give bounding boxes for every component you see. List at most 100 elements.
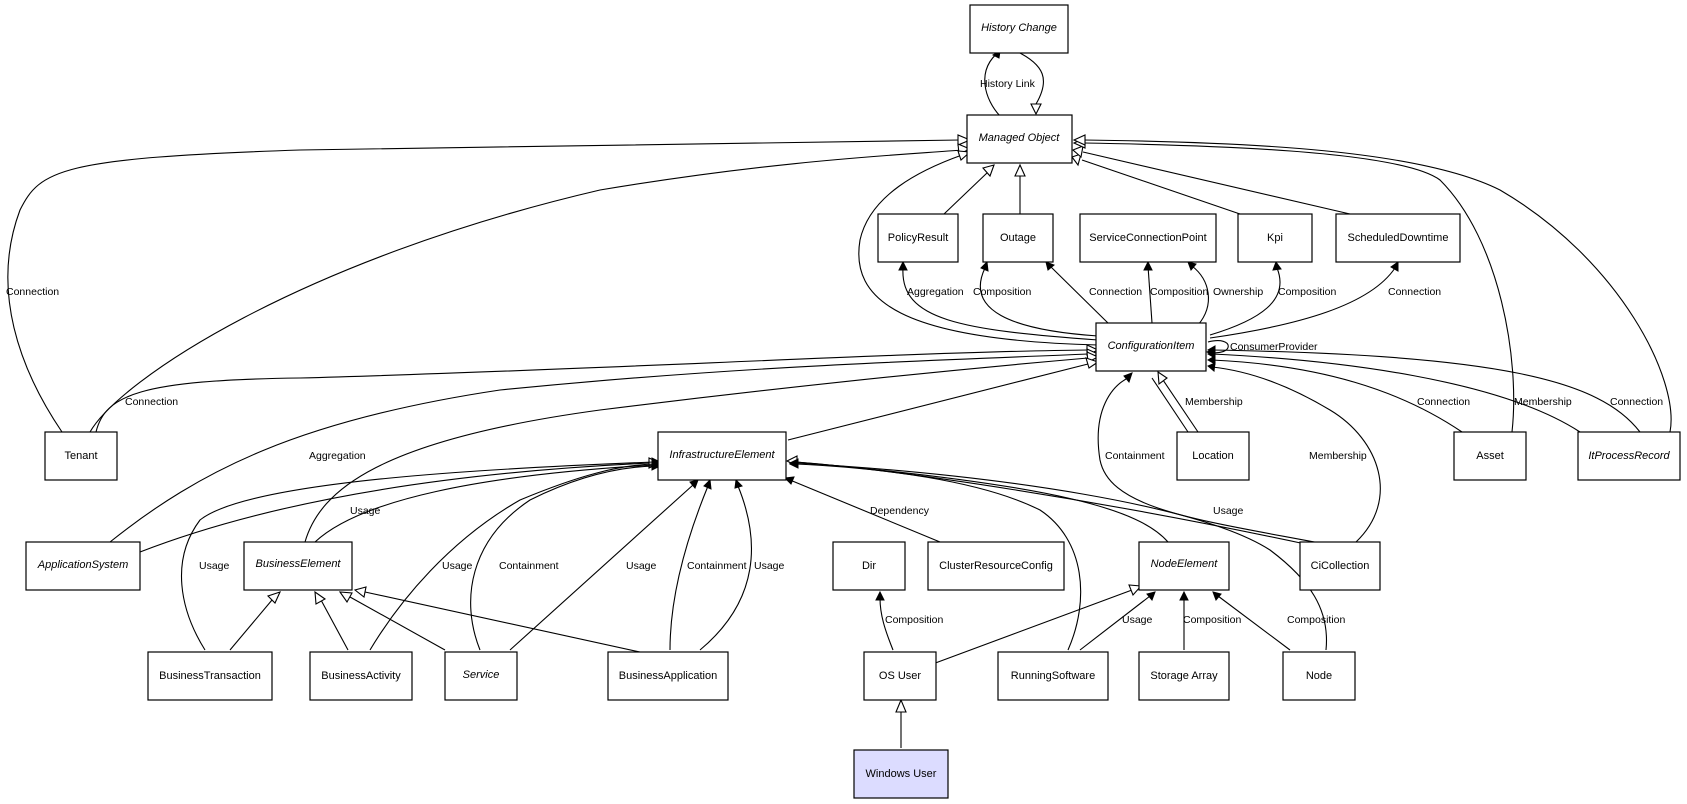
node-configuration-item[interactable]: ConfigurationItem (1095, 322, 1207, 372)
node-history-change[interactable]: History Change (969, 4, 1069, 54)
node-label: ConfigurationItem (1108, 340, 1195, 352)
label-asset-connection: Connection (1417, 396, 1470, 408)
node-ci-collection[interactable]: CiCollection (1299, 541, 1381, 591)
label-cicollection-membership: Membership (1309, 450, 1367, 462)
label-ci-scp-ownership: Ownership (1213, 286, 1263, 298)
arrow-head (266, 591, 282, 604)
node-label: Storage Array (1150, 670, 1218, 682)
arrow-head (898, 260, 908, 271)
arrow-head (1207, 362, 1216, 372)
node-running-software[interactable]: RunningSoftware (997, 651, 1109, 701)
node-label: ApplicationSystem (37, 559, 129, 571)
node-infrastructure-element[interactable]: InfrastructureElement (657, 431, 787, 481)
label-service-usage: Usage (626, 560, 657, 572)
node-node[interactable]: Node (1282, 651, 1356, 701)
label-tenant-ci-connection: Connection (125, 396, 178, 408)
arrow-head (1123, 372, 1133, 384)
node-managed-object[interactable]: Managed Object (966, 114, 1073, 164)
edge-cluster-infra-dependency (789, 479, 941, 543)
edge-businesselement-infra-usage (314, 464, 655, 543)
arrow-head (314, 590, 327, 605)
edge-ci-kpi-composition (1209, 267, 1281, 336)
edge-ci-outage-composition (979, 267, 1099, 337)
arrow-head (1179, 590, 1189, 601)
edge-activity-infra-usage (369, 463, 655, 651)
edge-service-infra-usage (509, 484, 694, 651)
arrow-head (689, 479, 699, 489)
node-label: ServiceConnectionPoint (1089, 232, 1206, 244)
edge-runningsoftware-nodeelement-usage (1079, 595, 1151, 651)
arrow-head (982, 164, 995, 178)
edge-cicollection-membership (1211, 366, 1381, 543)
arrow-head (734, 478, 743, 489)
label-service-containment: Containment (499, 560, 559, 572)
edge-cicollection-containment (1097, 376, 1331, 546)
node-service[interactable]: Service (444, 651, 518, 701)
node-label: Windows User (866, 768, 937, 780)
label-activity-usage: Usage (442, 560, 473, 572)
arrow-head (895, 698, 907, 713)
node-cluster-resource-config[interactable]: ClusterResourceConfig (927, 541, 1065, 591)
label-bizapp-containment: Containment (687, 560, 747, 572)
node-node-element[interactable]: NodeElement (1138, 541, 1230, 591)
arrow-head (1014, 163, 1026, 177)
edge-itprocess-ci-membership (1211, 353, 1581, 433)
edge-ci-policy-aggregation (902, 267, 1099, 341)
edges (7, 50, 1672, 748)
label-storage-composition: Composition (1183, 614, 1242, 626)
label-ci-policy-aggregation: Aggregation (907, 286, 964, 298)
node-windows-user[interactable]: Windows User (853, 749, 949, 799)
arrow-head (1272, 260, 1282, 271)
label-itprocess-membership: Membership (1514, 396, 1572, 408)
label-containment-ci: Containment (1105, 450, 1165, 462)
node-os-user[interactable]: OS User (863, 651, 937, 701)
node-storage-array[interactable]: Storage Array (1138, 651, 1230, 701)
node-label: Tenant (64, 450, 97, 462)
node-business-application[interactable]: BusinessApplication (607, 651, 729, 701)
node-it-process-record[interactable]: ItProcessRecord (1577, 431, 1681, 481)
arrow-head (1206, 355, 1216, 365)
arrow-head (1143, 260, 1153, 271)
label-bizapp-usage: Usage (754, 560, 785, 572)
arrow-head (1071, 145, 1084, 159)
node-label: ClusterResourceConfig (939, 560, 1053, 572)
node-outage[interactable]: Outage (982, 213, 1054, 263)
node-label: BusinessElement (256, 558, 342, 570)
label-appsys-aggregation: Aggregation (309, 450, 366, 462)
node-tenant[interactable]: Tenant (44, 431, 118, 481)
edge-appsys-ci-aggregation (109, 353, 1089, 543)
node-kpi[interactable]: Kpi (1237, 213, 1313, 263)
node-asset[interactable]: Asset (1453, 431, 1527, 481)
edge-labels: History Link Connection Aggregation Comp… (6, 78, 1663, 626)
node-business-element[interactable]: BusinessElement (243, 541, 353, 591)
node-policy-result[interactable]: PolicyResult (877, 213, 959, 263)
arrow-head (703, 478, 712, 490)
node-application-system[interactable]: ApplicationSystem (25, 541, 141, 591)
node-label: CiCollection (1311, 560, 1370, 572)
node-label: BusinessApplication (619, 670, 717, 682)
node-label: NodeElement (1151, 558, 1219, 570)
node-business-transaction[interactable]: BusinessTransaction (147, 651, 273, 701)
label-tenant-mo-connection: Connection (6, 286, 59, 298)
arrow-head (957, 134, 972, 146)
arrow-head (1085, 357, 1100, 369)
node-label: OS User (879, 670, 922, 682)
arrow-head (1157, 370, 1168, 386)
edge-tenant-mo-connection (7, 139, 961, 433)
edge-bizapp-infra-containment (669, 485, 709, 651)
node-scheduled-downtime[interactable]: ScheduledDowntime (1335, 213, 1461, 263)
edge-transaction-businesselement (229, 599, 273, 651)
edge-location-ci (1162, 379, 1199, 433)
node-dir[interactable]: Dir (832, 541, 906, 591)
edge-policy-mo (943, 171, 989, 215)
label-ci-scp-composition: Composition (1150, 286, 1209, 298)
edge-node-nodeelement-composition (1217, 595, 1291, 651)
arrow-head (1072, 134, 1086, 146)
node-service-connection-point[interactable]: ServiceConnectionPoint (1079, 213, 1217, 263)
edge-bizapp-businesselement (364, 591, 641, 653)
edge-ci-scp-ownership (1191, 265, 1209, 326)
label-cicollection-usage: Usage (1213, 505, 1244, 517)
node-location[interactable]: Location (1176, 431, 1250, 481)
node-business-activity[interactable]: BusinessActivity (309, 651, 413, 701)
